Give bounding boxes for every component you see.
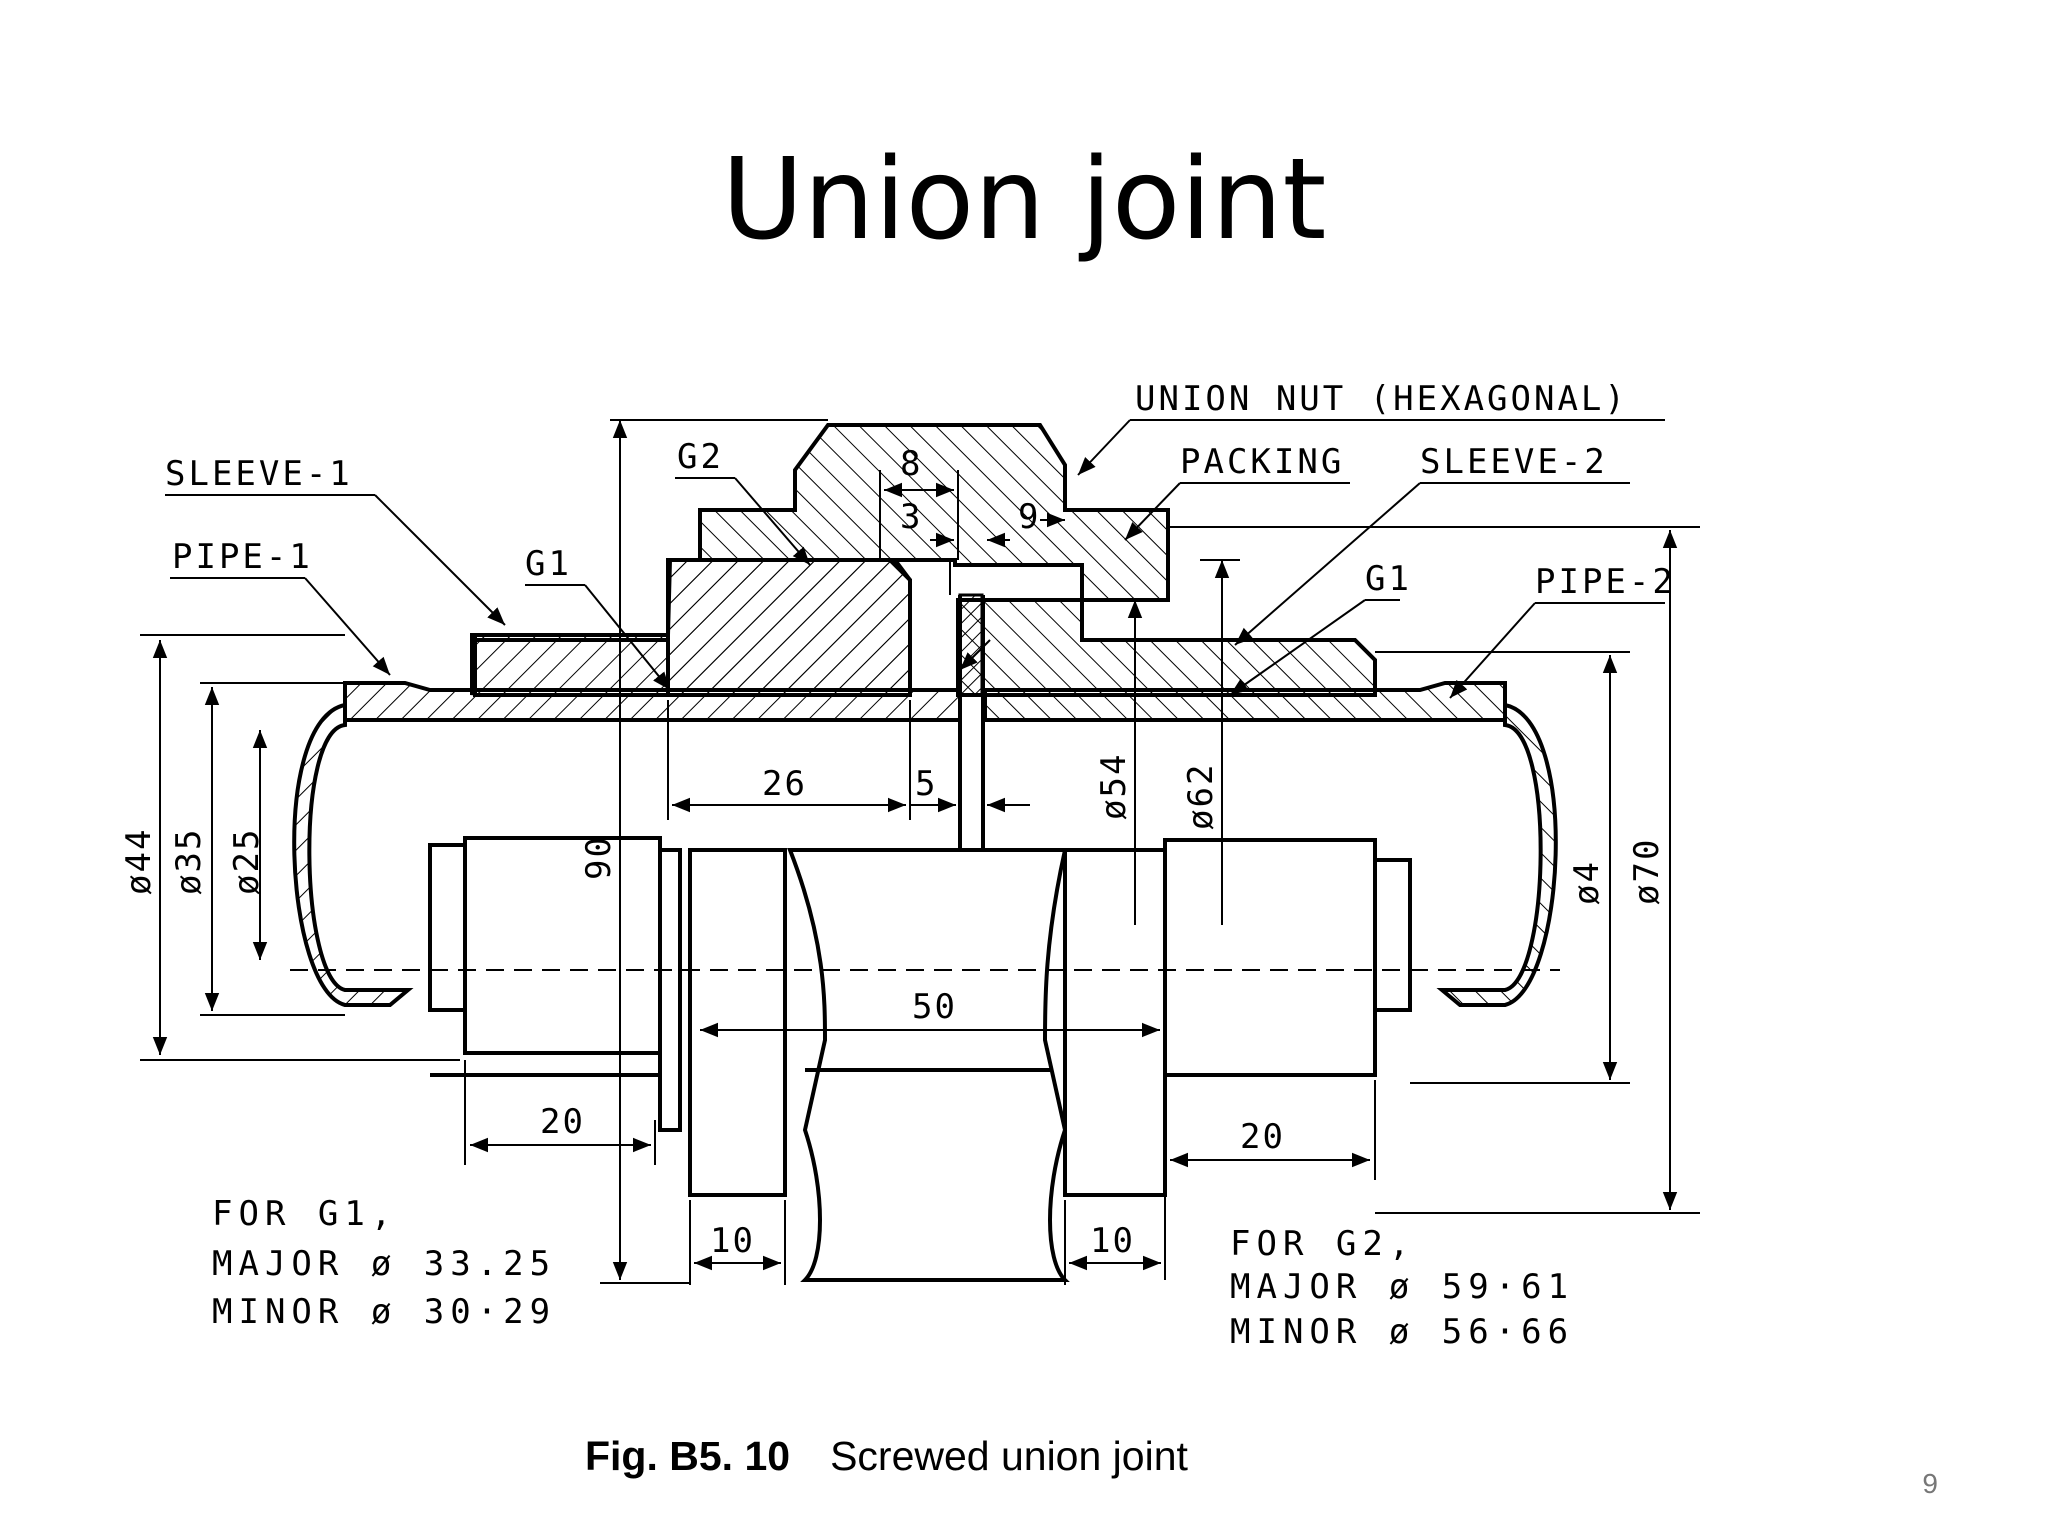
dim-20-left: 20 [540,1102,585,1142]
note-g1-minor: MINOR ø 30·29 [212,1292,556,1332]
packing [958,593,984,697]
sectional-view [343,423,1507,850]
dim-dia25: ø25 [227,828,267,895]
figure-number: Fig. B5. 10 [585,1433,791,1479]
label-pipe-1: PIPE-1 [172,537,313,577]
dim-3: 3 [900,497,922,537]
dim-10-right: 10 [1090,1221,1135,1261]
note-g2-major: MAJOR ø 59·61 [1230,1267,1574,1307]
label-g2: G2 [677,437,724,477]
label-packing: PACKING [1180,442,1344,482]
dim-9: 9 [1018,497,1040,537]
dim-26: 26 [762,764,807,804]
pipe-2-end [1436,702,1558,1007]
leader-lines [165,419,1665,699]
sleeve-1-hub [666,558,912,697]
part-labels: UNION NUT (HEXAGONAL) PACKING SLEEVE-2 S… [165,379,1676,602]
dim-dia35: ø35 [169,828,209,895]
dim-8: 8 [900,444,922,484]
pipe-2-wall [983,681,1507,722]
pipe-ends [292,702,1558,1007]
label-g1-left: G1 [525,544,572,584]
union-nut-flat-left [688,848,787,1197]
union-nut-flat-right [1063,848,1167,1197]
label-pipe-2: PIPE-2 [1535,562,1676,602]
dim-10-left: 10 [710,1221,755,1261]
figure-caption-text: Screwed union joint [830,1433,1188,1479]
exterior-view [290,836,1560,1282]
sleeve-1-body [473,633,670,697]
page-number: 9 [1922,1468,1938,1499]
dim-90: 90 [579,835,619,880]
sleeve-2-exterior [1163,838,1377,1077]
sleeve-2 [956,598,1377,697]
sleeve-1-exterior [463,836,662,1055]
dim-20-right: 20 [1240,1117,1285,1157]
dim-dia4: ø4 [1567,860,1607,905]
dim-dia62: ø62 [1181,763,1221,830]
pipe-1-end [292,702,414,1007]
union-nut-hex [787,848,1070,1282]
note-g1-title: FOR G1, [212,1194,397,1234]
label-g1-right: G1 [1365,559,1412,599]
union-nut [698,423,1170,602]
pipe-1-wall [343,681,962,722]
label-union-nut: UNION NUT (HEXAGONAL) [1135,379,1628,419]
figure-caption: Fig. B5. 10 Screwed union joint [585,1433,1188,1480]
dim-dia54: ø54 [1094,753,1134,820]
dimension-values: 8 3 9 26 5 50 20 20 10 10 90 ø44 ø35 ø25… [119,444,1667,1261]
label-sleeve-2: SLEEVE-2 [1420,442,1608,482]
label-sleeve-1: SLEEVE-1 [165,454,353,494]
note-g2-title: FOR G2, [1230,1224,1415,1264]
note-g1-major: MAJOR ø 33.25 [212,1244,556,1284]
thread-notes: FOR G1, MAJOR ø 33.25 MINOR ø 30·29 FOR … [212,1194,1574,1352]
dim-dia44: ø44 [119,828,159,895]
dim-50: 50 [912,987,957,1027]
slide-title: Union joint [721,135,1327,265]
dim-5: 5 [915,764,937,804]
note-g2-minor: MINOR ø 56·66 [1230,1312,1574,1352]
dimension-lines [140,419,1700,1285]
dim-dia70: ø70 [1627,838,1667,905]
